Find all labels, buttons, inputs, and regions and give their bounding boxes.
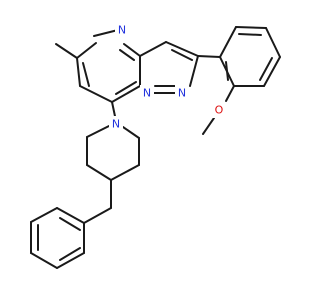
structure-canvas: N N N N O [30,22,281,269]
bond [30,252,58,269]
bond [76,57,81,87]
bond [235,26,267,29]
bond [139,41,167,57]
bond [86,164,112,181]
bond [259,57,273,81]
atom-n4: N [118,24,126,37]
atom-labels: N N N N O [109,22,226,132]
bond [123,43,141,57]
bond [110,164,140,181]
methoxy-methyl-bond [202,117,215,135]
atom-methoxy-o: O [215,104,224,117]
bond [30,207,58,223]
atom-n1: N [178,87,186,100]
bond [59,247,81,261]
bond [86,125,110,138]
pyrazole-ring [139,41,199,94]
bond [82,62,90,87]
methoxyphenyl-group [197,26,281,135]
methoxy-bond [225,85,235,102]
bond [219,26,237,58]
bond [225,61,229,81]
atom-n7a: N [143,87,151,100]
chemical-structure-diagram: N N N N O [30,22,281,269]
atom-piperidine-n: N [112,118,120,131]
bond [56,252,85,269]
bond [122,126,140,139]
bond [59,217,81,231]
bond [83,207,112,224]
bond [165,41,199,57]
bond [76,42,97,59]
pyrimidine-ring [55,29,141,103]
bond [263,56,281,87]
piperidine-ring [86,101,140,181]
bond [189,55,199,87]
bond [171,49,193,61]
bond [238,33,262,36]
methyl-bond [55,43,78,59]
bond [79,85,113,103]
bond [111,85,141,103]
benzyl-group [30,179,112,269]
bond [265,27,281,58]
bond [93,29,119,37]
bond [119,49,135,61]
bond [197,55,221,58]
bond [115,81,137,95]
bond [56,207,85,224]
